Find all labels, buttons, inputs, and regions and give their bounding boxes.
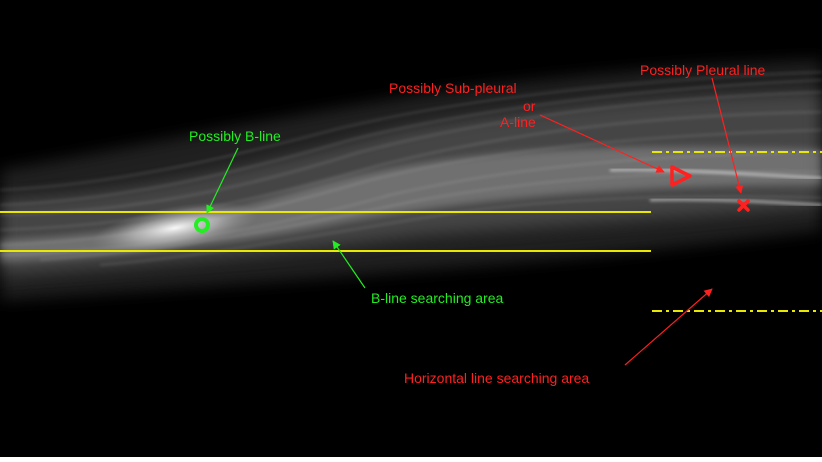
sub-pleural-arrow xyxy=(539,114,665,173)
pleural-arrow xyxy=(711,77,744,194)
sub-pleural-label-line1: Possibly Sub-pleural xyxy=(389,80,517,96)
pleural-label: Possibly Pleural line xyxy=(640,62,765,78)
b-line-area-arrow xyxy=(332,240,366,289)
horizontal-search-bounds xyxy=(652,151,822,312)
sub-pleural-label-line3: A-line xyxy=(500,114,536,130)
b-line-arrow xyxy=(206,147,239,214)
sub-pleural-marker xyxy=(670,165,692,187)
horizontal-area-arrow xyxy=(624,288,713,366)
sub-pleural-label-line2: or xyxy=(523,98,536,114)
b-line-search-bounds xyxy=(0,211,651,252)
b-line-label: Possibly B-line xyxy=(189,128,281,144)
b-line-area-label: B-line searching area xyxy=(371,290,504,306)
pleural-marker xyxy=(737,199,750,212)
b-line-marker xyxy=(194,217,210,233)
horizontal-area-label: Horizontal line searching area xyxy=(404,370,589,386)
